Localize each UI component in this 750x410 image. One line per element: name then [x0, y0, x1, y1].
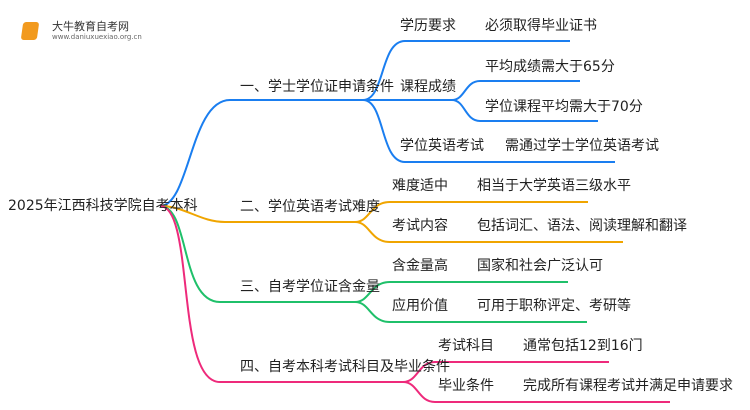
detail: 学位课程平均需大于70分	[485, 99, 643, 115]
subtopic: 含金量高	[392, 258, 448, 274]
detail: 相当于大学英语三级水平	[477, 178, 631, 194]
root-topic: 2025年江西科技学院自考本科	[8, 198, 198, 214]
detail: 需通过学士学位英语考试	[505, 138, 659, 154]
detail: 平均成绩需大于65分	[485, 59, 615, 75]
branch-1-lines	[159, 40, 615, 207]
subtopic: 毕业条件	[438, 378, 494, 394]
subtopic: 应用价值	[392, 298, 448, 314]
logo-url: www.daniuxuexiao.org.cn	[52, 33, 142, 41]
detail: 完成所有课程考试并满足申请要求	[523, 378, 733, 394]
subtopic: 考试科目	[438, 338, 494, 354]
detail: 可用于职称评定、考研等	[477, 298, 631, 314]
subtopic: 难度适中	[392, 178, 448, 194]
branch-topic: 一、学士学位证申请条件	[240, 79, 394, 95]
branch-topic: 二、学位英语考试难度	[240, 199, 380, 215]
detail: 包括词汇、语法、阅读理解和翻译	[477, 218, 687, 234]
subtopic: 学历要求	[400, 18, 456, 34]
branch-topic: 三、自考学位证含金量	[240, 279, 380, 295]
detail: 必须取得毕业证书	[485, 18, 597, 34]
detail: 国家和社会广泛认可	[477, 258, 603, 274]
branch-2-lines	[159, 201, 623, 243]
subtopic: 学位英语考试	[400, 138, 484, 154]
logo: 大牛教育自考网 www.daniuxuexiao.org.cn	[18, 16, 142, 44]
branch-4-lines	[159, 205, 670, 403]
subtopic: 考试内容	[392, 218, 448, 234]
branch-topic: 四、自考本科考试科目及毕业条件	[240, 359, 450, 375]
detail: 通常包括12到16门	[523, 338, 643, 354]
subtopic: 课程成绩	[400, 79, 456, 95]
logo-title: 大牛教育自考网	[52, 20, 129, 33]
